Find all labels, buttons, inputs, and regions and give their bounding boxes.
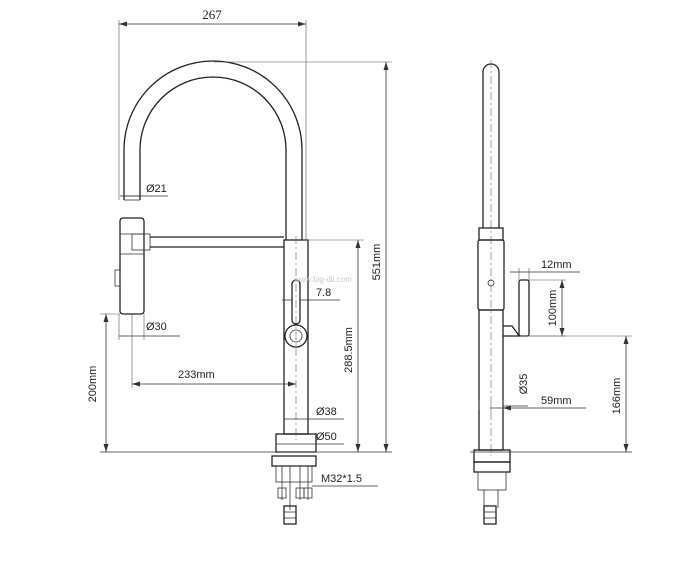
reach-label: 233mm: [178, 369, 215, 381]
body-height-label: 288.5mm: [343, 327, 355, 373]
base-dia-label: Ø50: [316, 431, 337, 443]
overall-width-label: 267: [202, 7, 222, 22]
side-hose-end: [483, 505, 497, 525]
handle-knob: [284, 324, 308, 348]
front-view: 267 Ø21 Ø30 7.8: [87, 7, 392, 525]
side-height-label: 166mm: [611, 378, 623, 415]
arrow: [298, 21, 306, 27]
side-spray-button: [487, 279, 495, 287]
arrow: [355, 444, 361, 452]
mount-shank: [275, 465, 313, 483]
arrow: [623, 336, 629, 344]
hose-fitting: [277, 487, 287, 499]
handle-length-label: 100mm: [547, 290, 559, 327]
arrow: [559, 328, 565, 336]
side-dia-label: Ø35: [518, 374, 530, 395]
arrow: [288, 381, 296, 387]
handle-lever: [291, 279, 301, 325]
spout-dia-label: Ø21: [146, 183, 167, 195]
hose-end: [283, 505, 297, 525]
mount-nut: [271, 455, 317, 467]
watermark: www.big-dil.com: [293, 275, 352, 284]
head-dia-label: Ø30: [146, 321, 167, 333]
lower-height-label: 200mm: [87, 366, 99, 403]
total-height-label: 551mm: [371, 244, 383, 281]
thread-label: M32*1.5: [321, 473, 362, 485]
side-handle-base: [503, 325, 521, 337]
arrow: [383, 444, 389, 452]
side-handle: [518, 279, 530, 337]
arrow: [103, 444, 109, 452]
handle-knob-inner: [289, 329, 303, 343]
base-flange: [275, 433, 317, 453]
arrow: [503, 405, 511, 411]
side-view: 12mm 100mm Ø35 59mm 166mm: [470, 60, 632, 525]
side-mount-nut: [473, 461, 511, 473]
side-mount-shank: [477, 471, 507, 491]
holder-clip: [131, 233, 151, 251]
handle-thickness-label: 7.8: [316, 287, 331, 299]
arrow: [355, 240, 361, 248]
spray-button: [114, 269, 121, 287]
spout-arch-inner: [139, 76, 287, 240]
arrow: [623, 444, 629, 452]
body-dia-label: Ø38: [316, 406, 337, 418]
arrow: [119, 21, 127, 27]
arrow: [559, 280, 565, 288]
side-reach-label: 59mm: [541, 395, 572, 407]
handle-depth-label: 12mm: [541, 259, 572, 271]
spray-head: [119, 217, 145, 315]
arrow: [132, 381, 140, 387]
arrow: [383, 62, 389, 70]
hose-fitting: [303, 487, 313, 499]
spout-arch-outer: [123, 60, 303, 240]
arrow: [103, 314, 109, 322]
